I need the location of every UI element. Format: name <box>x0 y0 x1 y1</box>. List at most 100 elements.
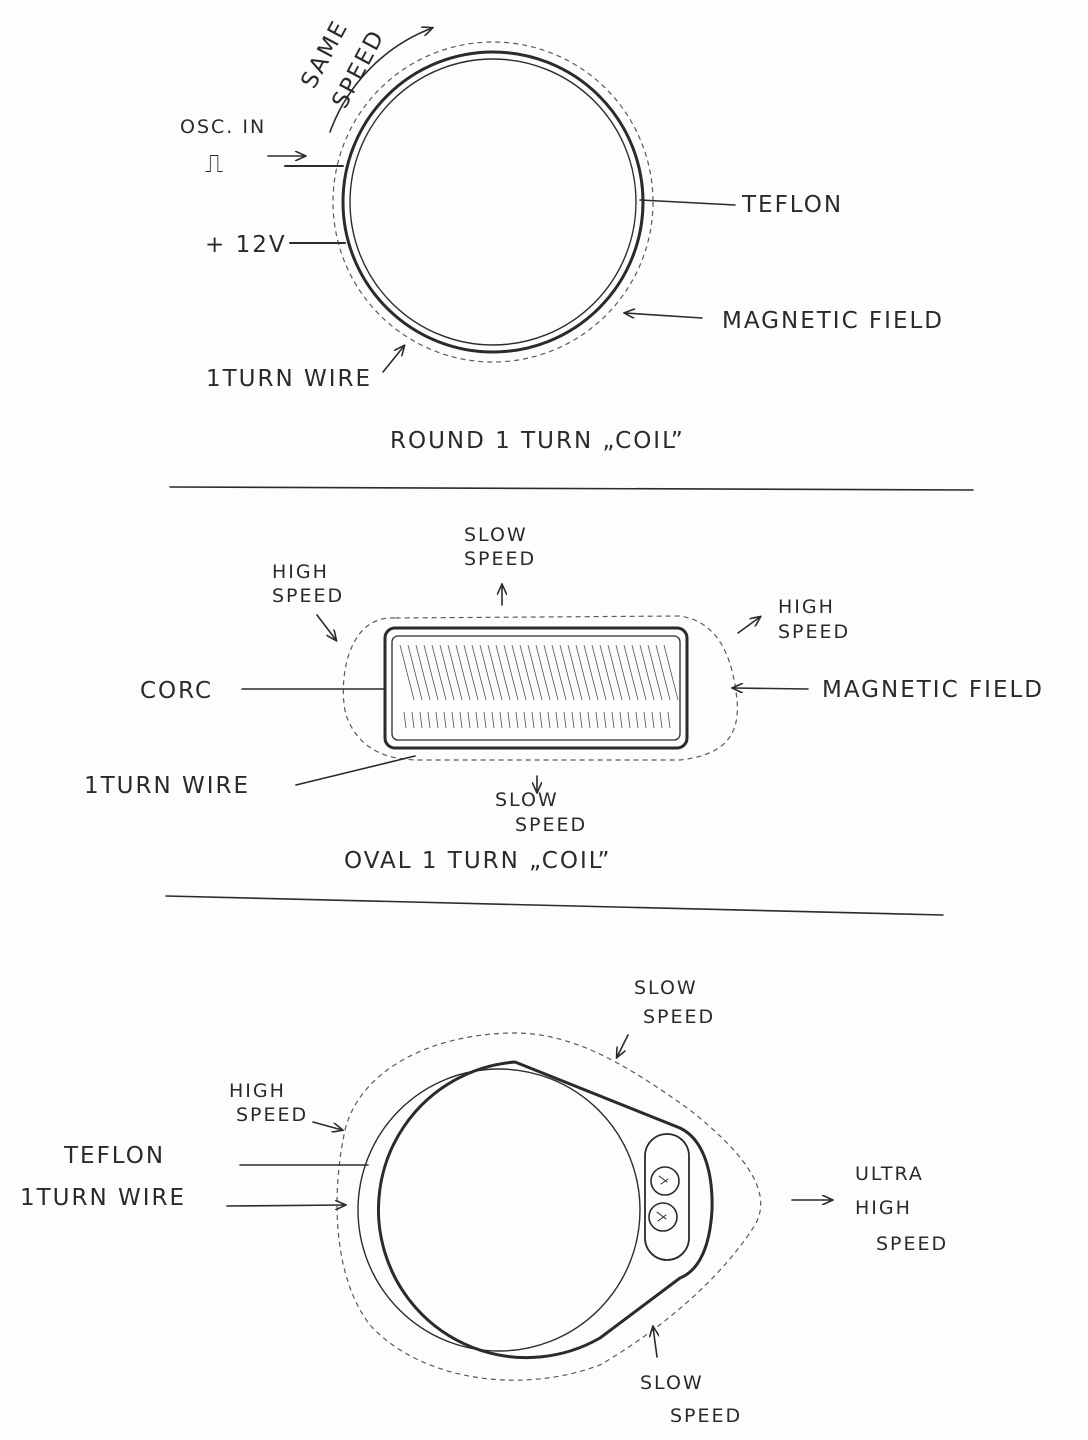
core-hatch-line <box>419 711 423 729</box>
core-hatch-line <box>399 644 415 701</box>
core-hatch-line <box>487 644 503 701</box>
core-hatch-line <box>607 644 623 701</box>
core-hatch-line <box>499 711 503 729</box>
wire-loop <box>341 50 645 354</box>
core-hatch-line <box>631 644 647 701</box>
teflon-loop <box>357 1068 641 1352</box>
label-ultra-3: SPEED <box>876 1233 948 1255</box>
core-hatch-line <box>575 644 591 701</box>
core-hatch-line <box>411 711 415 729</box>
figure-round-coil: SAME SPEED OSC. IN ⎍ + 12V TEFLON MAGNET… <box>180 16 944 454</box>
core-hatch-line <box>439 644 455 701</box>
label-slow-bottom-2: SPEED <box>515 814 587 836</box>
high-speed-left-arrow <box>316 614 336 640</box>
wire-arrow <box>382 346 404 373</box>
label-plus-12v: + 12V <box>205 232 287 258</box>
magnetic-field-arrow <box>733 688 809 689</box>
same-speed-arrow <box>329 28 432 133</box>
label-high-1: HIGH <box>229 1080 286 1102</box>
high-speed-right-arrow <box>737 617 760 634</box>
high-speed-arrow <box>312 1121 342 1130</box>
label-slow-bottom-2: SPEED <box>670 1405 742 1427</box>
core-hatch-line <box>539 711 543 729</box>
conductor-2 <box>648 1202 678 1232</box>
core-hatch-line <box>511 644 527 701</box>
core-hatch-line <box>451 711 455 729</box>
label-teflon: TEFLON <box>741 192 843 218</box>
core-hatch-line <box>447 644 463 701</box>
core-hatch-line <box>659 711 663 729</box>
core-hatch-line <box>507 711 511 729</box>
core-hatch-line <box>651 711 655 729</box>
figure-teardrop-coil: SLOW SPEED HIGH SPEED TEFLON 1TURN WIRE … <box>20 977 948 1427</box>
core-hatch-line <box>643 711 647 729</box>
core-body <box>391 635 681 741</box>
teflon-loop <box>349 58 637 346</box>
core-hatch-line <box>563 711 567 729</box>
core-hatch-line <box>667 711 671 729</box>
core-hatch-line <box>567 644 583 701</box>
magnetic-field-outline <box>342 615 738 761</box>
label-slow-top-1: SLOW <box>464 524 528 546</box>
core-hatch-line <box>475 711 479 729</box>
core-hatch-line <box>435 711 439 729</box>
magnetic-field-outline <box>336 1032 762 1381</box>
core-hatch-line <box>603 711 607 729</box>
label-magnetic-field: MAGNETIC FIELD <box>722 308 944 334</box>
core-hatch-line <box>591 644 607 701</box>
conductor-1 <box>650 1166 680 1196</box>
slow-speed-top-arrow <box>617 1034 629 1057</box>
divider-bottom <box>165 895 944 916</box>
core-hatch-line <box>503 644 519 701</box>
core-hatch-line <box>627 711 631 729</box>
divider-top <box>169 486 974 491</box>
core-hatch-line <box>647 644 663 701</box>
label-slow-top-2: SPEED <box>464 548 536 570</box>
core-hatch-line <box>623 644 639 701</box>
label-high-left-1: HIGH <box>272 561 329 583</box>
core-hatch-line <box>443 711 447 729</box>
caption-round-coil: ROUND 1 TURN „COIL” <box>390 428 685 454</box>
wire-loop <box>383 626 689 750</box>
core-hatch-line <box>559 644 575 701</box>
core-hatch-line <box>471 644 487 701</box>
core-hatch-line <box>619 711 623 729</box>
core-hatching <box>399 644 679 729</box>
slow-speed-bottom-arrow <box>653 1327 657 1358</box>
core-hatch-line <box>579 711 583 729</box>
label-high-right-2: SPEED <box>778 621 850 643</box>
label-slow-top-2: SPEED <box>643 1006 715 1028</box>
label-magnetic-field: MAGNETIC FIELD <box>822 677 1044 703</box>
core-hatch-line <box>599 644 615 701</box>
core-hatch-line <box>615 644 631 701</box>
core-hatch-line <box>587 711 591 729</box>
core-hatch-line <box>415 644 431 701</box>
core-hatch-line <box>455 644 471 701</box>
core-hatch-line <box>515 711 519 729</box>
core-hatch-line <box>483 711 487 729</box>
core-hatch-line <box>423 644 439 701</box>
label-osc-in: OSC. IN <box>180 116 266 138</box>
core-hatch-line <box>547 711 551 729</box>
core-hatch-line <box>479 644 495 701</box>
core-hatch-line <box>639 644 655 701</box>
core-hatch-line <box>527 644 543 701</box>
core-hatch-line <box>571 711 575 729</box>
conductor-bundle <box>644 1133 690 1261</box>
core-hatch-line <box>611 711 615 729</box>
core-hatch-line <box>555 711 559 729</box>
core-hatch-line <box>491 711 495 729</box>
core-hatch-line <box>427 711 431 729</box>
wire-loop <box>376 1060 714 1360</box>
core-hatch-line <box>523 711 527 729</box>
core-hatch-line <box>403 711 407 729</box>
magnetic-field-arrow <box>625 313 703 319</box>
wire-pointer <box>295 755 416 786</box>
core-hatch-line <box>635 711 639 729</box>
magnetic-field-outline <box>332 41 654 363</box>
core-hatch-line <box>655 644 671 701</box>
label-one-turn-wire: 1TURN WIRE <box>84 773 250 799</box>
core-hatch-line <box>531 711 535 729</box>
label-slow-bottom-1: SLOW <box>640 1372 704 1394</box>
